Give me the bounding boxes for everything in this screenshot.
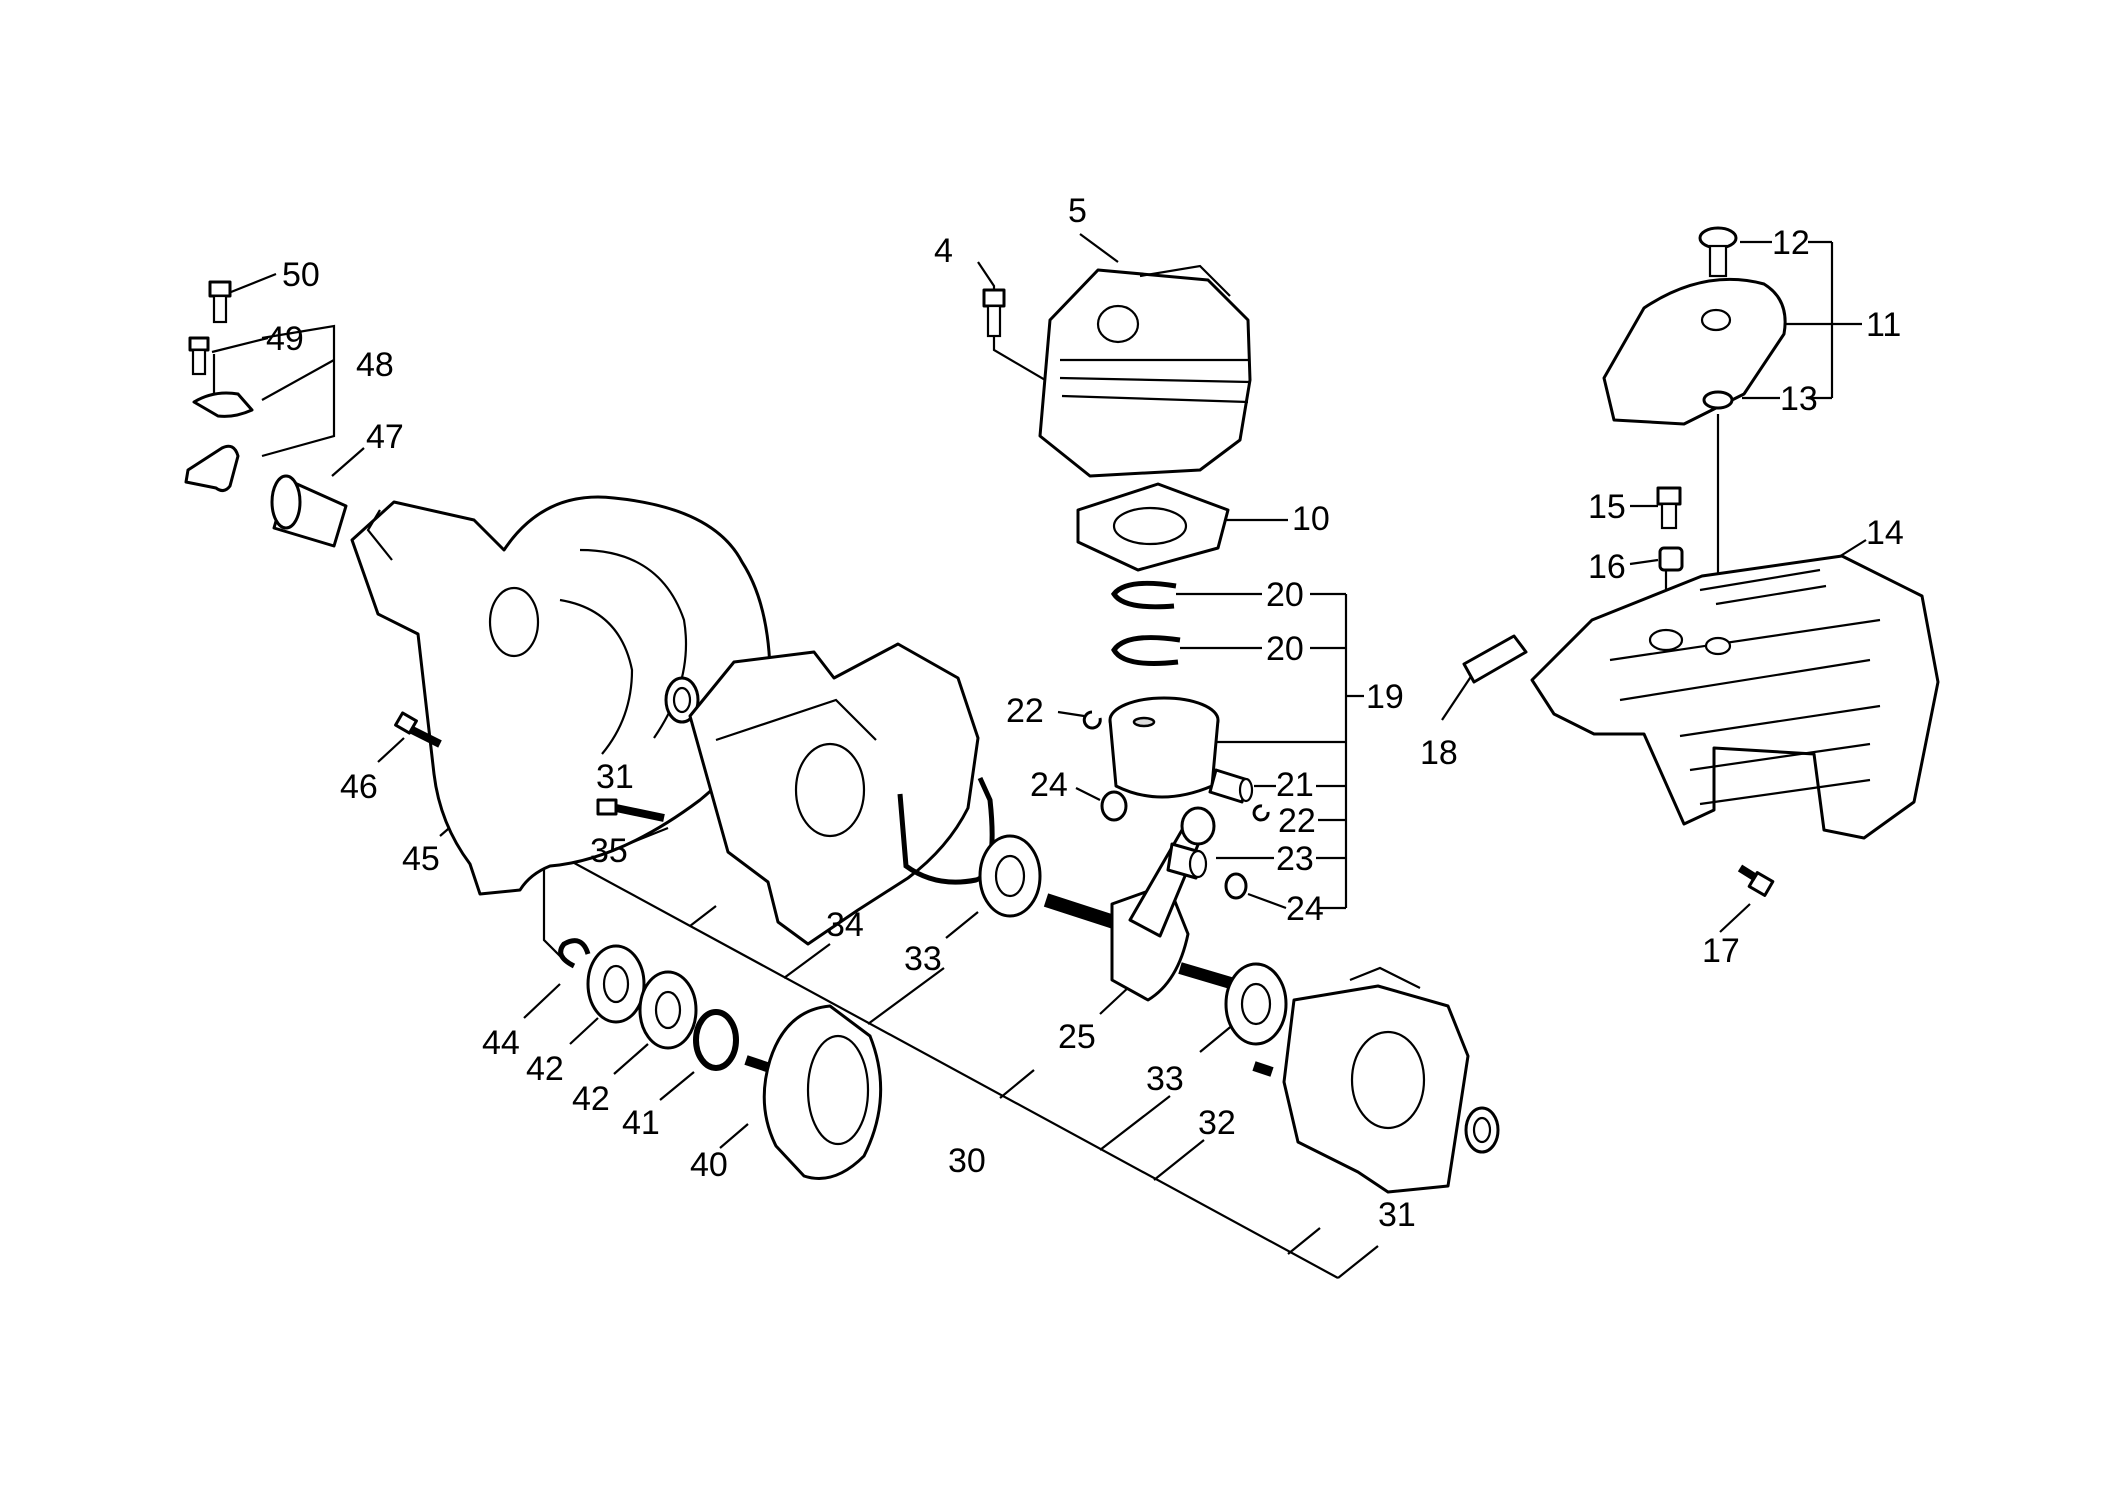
cylinder-cover-14-icon [1530, 554, 1940, 840]
piston-ring-20b-icon [1111, 635, 1181, 666]
clip-22a-icon [1082, 710, 1102, 730]
label-20-b: 20 [1266, 630, 1304, 668]
crankcase-right-icon [1282, 966, 1470, 1194]
label-23: 23 [1276, 840, 1314, 878]
clamp-48-icon [184, 391, 254, 493]
label-20-a: 20 [1266, 576, 1304, 614]
label-47: 47 [366, 418, 404, 456]
needle-bearing-23-icon [1166, 842, 1208, 880]
label-44: 44 [482, 1024, 520, 1062]
label-49: 49 [266, 320, 304, 358]
oil-seal-31-icon [664, 676, 700, 724]
label-33-upper: 33 [904, 940, 942, 978]
label-24-right: 24 [1286, 890, 1324, 928]
bearing-42b-icon [638, 970, 698, 1050]
circlip-41-icon [693, 1009, 739, 1071]
label-16: 16 [1588, 548, 1626, 586]
label-33-lower: 33 [1146, 1060, 1184, 1098]
bearing-42a-icon [586, 944, 646, 1024]
bolt-46-icon [394, 711, 442, 748]
label-30: 30 [948, 1142, 986, 1180]
label-41: 41 [622, 1104, 660, 1142]
label-21: 21 [1276, 766, 1314, 804]
washer-13-icon [1702, 390, 1734, 410]
label-42-b: 42 [572, 1080, 610, 1118]
label-12: 12 [1772, 224, 1810, 262]
label-46: 46 [340, 768, 378, 806]
label-11: 11 [1866, 306, 1901, 344]
label-19: 19 [1366, 678, 1404, 716]
label-5: 5 [1068, 192, 1087, 230]
label-13: 13 [1780, 380, 1818, 418]
label-32: 32 [1198, 1104, 1236, 1142]
circlip-44-icon [558, 938, 591, 969]
upper-cover-11-icon [1602, 278, 1787, 426]
label-24-left: 24 [1030, 766, 1068, 804]
oil-seal-31b-icon [1464, 1106, 1500, 1154]
part-labels: 50 49 48 47 46 45 31 35 34 33 44 42 42 4… [266, 192, 1904, 1234]
bolt-17-icon [1737, 864, 1775, 897]
bearing-33a-icon [978, 834, 1042, 918]
label-45: 45 [402, 840, 440, 878]
label-35: 35 [590, 832, 628, 870]
label-18-icon [1462, 634, 1528, 684]
grommet-16-icon [1658, 546, 1684, 572]
gasket-34-icon [897, 776, 995, 885]
label-22-right: 22 [1278, 802, 1316, 840]
clip-22b-icon [1252, 804, 1270, 822]
clutch-drum-40-icon [744, 1004, 883, 1180]
sleeve-47-icon [270, 474, 348, 548]
label-48: 48 [356, 346, 394, 384]
label-25: 25 [1058, 1018, 1096, 1056]
label-34: 34 [826, 906, 864, 944]
piston-pin-21-icon [1208, 768, 1254, 804]
washer-24b-icon [1224, 872, 1248, 900]
cylinder-gasket-10-icon [1076, 482, 1230, 572]
label-18: 18 [1420, 734, 1458, 772]
bolt-15-icon [1656, 486, 1682, 530]
pin-32-icon [1252, 1061, 1274, 1077]
bolt-35-icon [596, 798, 665, 822]
crankshaft-25-icon [1043, 806, 1236, 1002]
bolt-4-icon [982, 288, 1006, 338]
cylinder-5-icon [1038, 264, 1252, 478]
piston-19-icon [1108, 696, 1220, 799]
screw-12-icon [1698, 226, 1738, 278]
bearing-33b-icon [1224, 962, 1288, 1046]
label-10: 10 [1292, 500, 1330, 538]
label-42-a: 42 [526, 1050, 564, 1088]
label-14: 14 [1866, 514, 1904, 552]
piston-ring-20a-icon [1110, 580, 1177, 610]
label-4: 4 [934, 232, 953, 270]
crankcase-left-icon [688, 642, 980, 946]
label-40: 40 [690, 1146, 728, 1184]
label-50: 50 [282, 256, 320, 294]
label-22-left: 22 [1006, 692, 1044, 730]
label-17: 17 [1702, 932, 1740, 970]
bolt-49-icon [188, 336, 210, 376]
washer-24a-icon [1100, 790, 1128, 822]
bolt-50-icon [208, 280, 232, 324]
label-31-lower: 31 [1378, 1196, 1416, 1234]
label-15: 15 [1588, 488, 1626, 526]
label-31-upper: 31 [596, 758, 634, 796]
